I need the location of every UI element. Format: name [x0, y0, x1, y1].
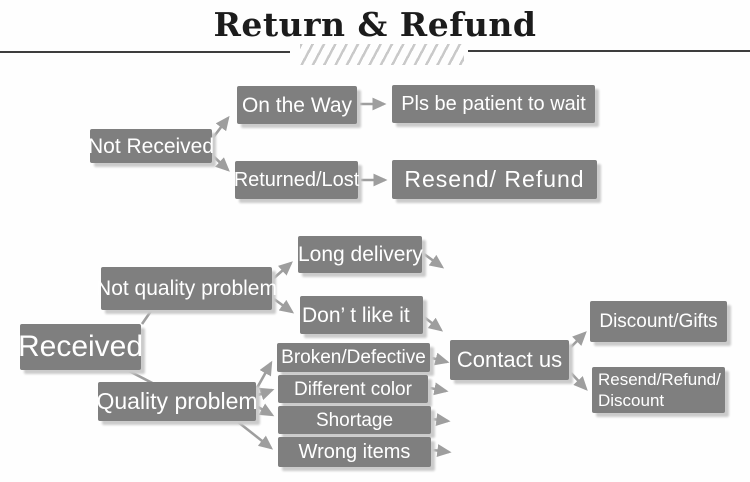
node-quality-problem: Quality problem — [96, 382, 258, 421]
connector-contact-discountgifts — [570, 331, 587, 348]
node-resend-refund-discount-line2: Discount — [598, 391, 665, 410]
connector-differentcolor-contact — [429, 382, 449, 396]
node-resend-refund: Resend/ Refund — [392, 160, 597, 199]
node-discount-gifts: Discount/Gifts — [590, 301, 727, 342]
connector-quality-shortage — [257, 403, 275, 417]
connector-notquality-received — [140, 310, 153, 325]
connector-quality-wrongitems — [237, 420, 274, 450]
node-on-the-way: On the Way — [237, 86, 357, 124]
title-divider-left — [0, 51, 290, 53]
connector-notreceived-returnedlost — [211, 154, 230, 172]
node-different-color: Different color — [278, 375, 428, 403]
node-pls-be-patient: Pls be patient to wait — [392, 85, 595, 123]
node-wrong-items: Wrong items — [278, 437, 431, 467]
connector-longdelivery-out — [423, 252, 445, 269]
connector-notquality-dontlike — [273, 297, 295, 314]
node-received: Received — [18, 324, 143, 370]
page-title: Return & Refund — [213, 5, 537, 44]
connector-shortage-contact — [431, 413, 451, 426]
node-resend-refund-discount: Resend/Refund/ Discount — [592, 367, 725, 413]
node-resend-refund-discount-line1: Resend/Refund/ — [598, 369, 721, 389]
hatch-decoration — [300, 44, 464, 65]
node-contact-us: Contact us — [450, 340, 569, 380]
connector-notquality-longdelivery — [273, 261, 293, 279]
connector-contact-resendrefunddiscount — [570, 372, 588, 391]
node-dont-like-it: Don’ t like it — [300, 296, 423, 334]
node-long-delivery: Long delivery — [298, 236, 423, 273]
connector-wrongitems-contact — [432, 444, 452, 457]
connector-dontlike-out — [423, 315, 444, 332]
node-not-quality-problem: Not quality problem — [96, 267, 277, 310]
node-returned-lost: Returned/Lost — [234, 161, 359, 199]
node-not-received: Not Received — [88, 129, 214, 163]
connector-quality-broken — [255, 360, 273, 389]
connector-notreceived-ontheway — [210, 115, 230, 140]
connector-quality-differentcolor — [257, 387, 275, 401]
title-divider-right — [468, 50, 750, 52]
node-broken-defective: Broken/Defective — [277, 343, 430, 372]
node-shortage: Shortage — [278, 406, 431, 434]
connector-broken-contact — [431, 352, 450, 366]
